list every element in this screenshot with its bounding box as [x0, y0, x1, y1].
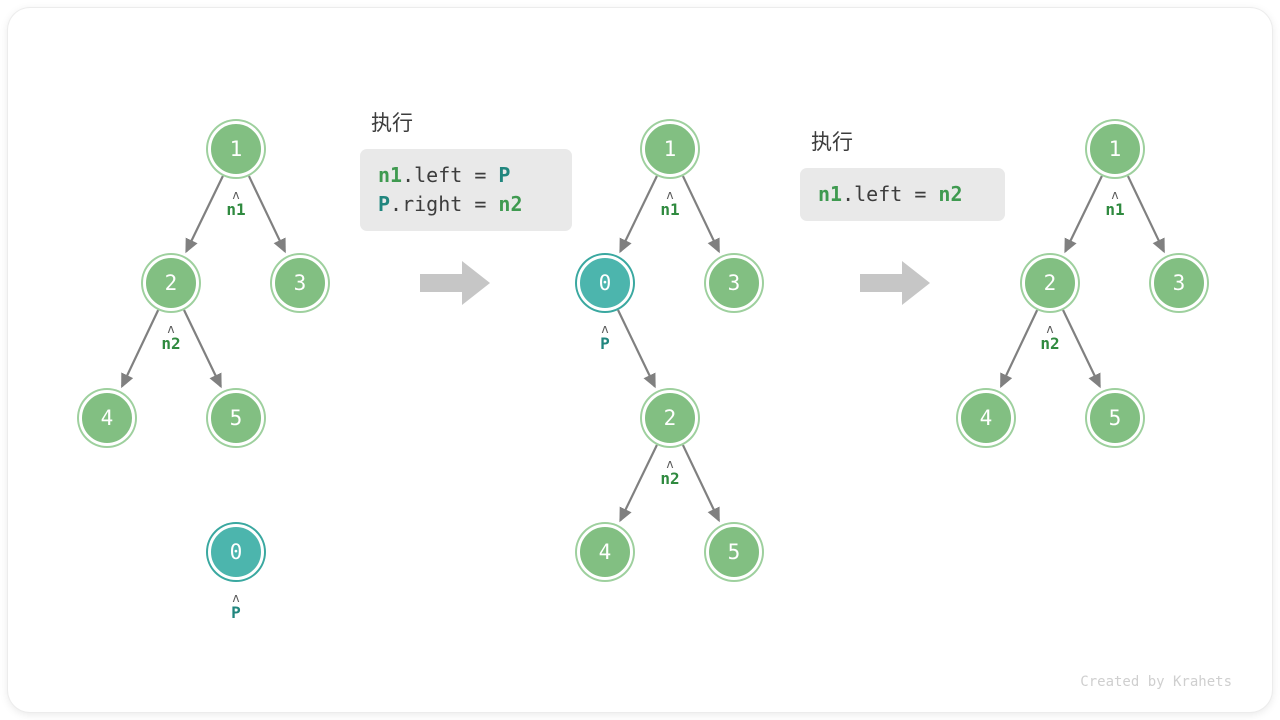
code-line: P.right = n2: [378, 190, 554, 219]
tree-node-value: 3: [727, 270, 741, 295]
code-token: n1: [378, 163, 403, 187]
tree-node: 1: [642, 121, 698, 177]
caret-icon: ʌ: [232, 188, 240, 202]
transition-arrow-icon: [860, 261, 930, 305]
code-token: n2: [498, 192, 523, 216]
caret-icon: ʌ: [167, 322, 175, 336]
tree-node: 3: [706, 255, 762, 311]
tree-node-value: 5: [1108, 405, 1122, 430]
pointer-label-text: n2: [1040, 334, 1060, 353]
tree-node: 4: [79, 390, 135, 446]
tree-edge: [1062, 309, 1101, 389]
tree-node: 0: [208, 524, 264, 580]
code-token: n1: [818, 182, 843, 206]
tree-edge: [120, 309, 160, 389]
tree-node: 3: [272, 255, 328, 311]
pointer-label-text: n2: [161, 334, 181, 353]
pointer-label-text: P: [600, 334, 610, 353]
tree-edges: [120, 175, 1165, 523]
tree-node: 2: [642, 390, 698, 446]
tree-edge: [999, 309, 1039, 389]
tree-node-value: 0: [598, 270, 612, 295]
execute-caption: 执行: [371, 111, 413, 135]
caret-icon: ʌ: [232, 591, 240, 605]
caret-icon: ʌ: [601, 322, 609, 336]
tree-edge: [619, 175, 658, 254]
edges-layer: [120, 175, 1165, 523]
tree-node-value: 4: [598, 539, 612, 564]
transition-arrow-shape: [860, 261, 930, 305]
pointer-label-text: P: [231, 603, 241, 622]
code-line: n1.left = n2: [818, 180, 987, 209]
tree-node-value: 1: [1108, 136, 1122, 161]
tree-node-value: 4: [979, 405, 993, 430]
execute-caption: 执行: [811, 130, 853, 154]
tree-node-value: 2: [663, 405, 677, 430]
tree-edge: [681, 175, 720, 254]
caret-icon: ʌ: [1111, 188, 1119, 202]
tree-edge: [247, 175, 286, 254]
pointer-label-text: n1: [226, 200, 246, 219]
tree-edge: [1064, 175, 1103, 254]
tree-node-value: 5: [229, 405, 243, 430]
caret-icon: ʌ: [1046, 322, 1054, 336]
tree-edge: [1126, 175, 1165, 254]
pointer-label-text: n1: [1105, 200, 1125, 219]
code-token: n2: [938, 182, 963, 206]
pointer-label-text: n2: [660, 469, 680, 488]
tree-edge: [183, 309, 222, 389]
tree-node-value: 1: [229, 136, 243, 161]
tree-node: 4: [577, 524, 633, 580]
caret-icon: ʌ: [666, 457, 674, 471]
code-block: n1.left = n2: [800, 168, 1005, 221]
tree-node-value: 3: [1172, 270, 1186, 295]
code-token: P: [378, 192, 391, 216]
tree-node: 0: [577, 255, 633, 311]
tree-node: 1: [208, 121, 264, 177]
tree-node-value: 4: [100, 405, 114, 430]
transition-arrow-icon: [420, 261, 490, 305]
tree-node-value: 2: [164, 270, 178, 295]
tree-node-value: 5: [727, 539, 741, 564]
tree-node: 5: [1087, 390, 1143, 446]
credit-text: Created by Krahets: [1080, 674, 1232, 690]
tree-edge: [619, 444, 658, 523]
tree-node-value: 1: [663, 136, 677, 161]
tree-node-value: 2: [1043, 270, 1057, 295]
tree-node: 1: [1087, 121, 1143, 177]
tree-edge: [617, 309, 656, 389]
tree-edge: [185, 175, 224, 254]
code-line: n1.left = P: [378, 161, 554, 190]
tree-node: 4: [958, 390, 1014, 446]
tree-node-value: 3: [293, 270, 307, 295]
transition-arrow-shape: [420, 261, 490, 305]
tree-node: 2: [1022, 255, 1078, 311]
code-token: .right =: [390, 192, 499, 216]
tree-node-value: 0: [229, 539, 243, 564]
caret-icon: ʌ: [666, 188, 674, 202]
tree-edge: [681, 444, 720, 523]
tree-node: 2: [143, 255, 199, 311]
tree-node: 3: [1151, 255, 1207, 311]
tree-node: 5: [706, 524, 762, 580]
code-token: P: [498, 163, 511, 187]
tree-node: 5: [208, 390, 264, 446]
code-token: .left =: [402, 163, 499, 187]
code-token: .left =: [842, 182, 939, 206]
pointer-label-text: n1: [660, 200, 680, 219]
